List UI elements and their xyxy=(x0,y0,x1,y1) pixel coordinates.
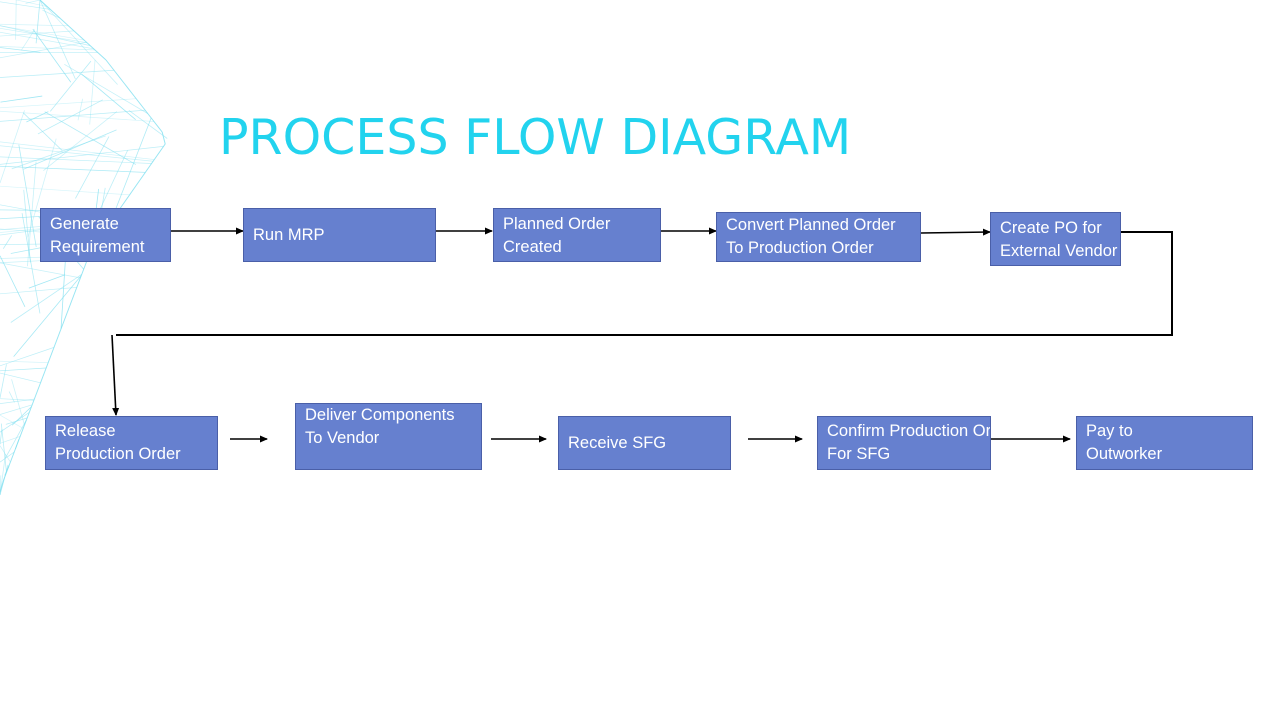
node-deliver-components: Deliver Components To Vendor xyxy=(295,403,482,470)
node-label-line1: Pay to xyxy=(1086,422,1133,440)
node-receive-sfg: Receive SFG xyxy=(558,416,731,470)
node-label-line2: External Vendor xyxy=(1000,242,1118,260)
node-confirm-production-order: Confirm Production Order For SFG xyxy=(817,416,991,470)
node-run-mrp: Run MRP xyxy=(243,208,436,262)
node-create-po-external-vendor: Create PO for External Vendor xyxy=(990,212,1121,266)
node-label-line1: Run MRP xyxy=(253,225,325,244)
node-label-line2: For SFG xyxy=(827,445,891,463)
node-label-line1: Create PO for xyxy=(1000,219,1102,237)
node-label-line2: Production Order xyxy=(55,445,181,463)
node-label-line2: Created xyxy=(503,238,562,256)
node-label-line1: Confirm Production Order xyxy=(827,422,991,440)
connector-row1-to-row2 xyxy=(116,231,1173,336)
node-release-production-order: Release Production Order xyxy=(45,416,218,470)
arrow-convert-to-create-po xyxy=(920,228,991,236)
node-convert-planned-order: Convert Planned Order To Production Orde… xyxy=(716,212,921,262)
node-pay-to-outworker: Pay to Outworker xyxy=(1076,416,1253,470)
arrow-down-to-release xyxy=(111,334,120,416)
node-label-line2: To Production Order xyxy=(726,239,874,257)
node-label-line2: Outworker xyxy=(1086,445,1163,463)
node-label-line1: Planned Order xyxy=(503,215,611,233)
node-generate-requirement: Generate Requirement xyxy=(40,208,171,262)
node-label-line1: Receive SFG xyxy=(568,433,667,452)
node-label-line1: Release xyxy=(55,422,116,440)
node-label-line2: Requirement xyxy=(50,238,145,256)
slide-title: PROCESS FLOW DIAGRAM xyxy=(219,109,852,166)
node-label-line1: Convert Planned Order xyxy=(726,216,896,234)
node-label-line2: To Vendor xyxy=(305,429,380,447)
node-planned-order-created: Planned Order Created xyxy=(493,208,661,262)
node-label-line1: Generate xyxy=(50,215,119,233)
node-label-line1: Deliver Components xyxy=(305,406,455,424)
